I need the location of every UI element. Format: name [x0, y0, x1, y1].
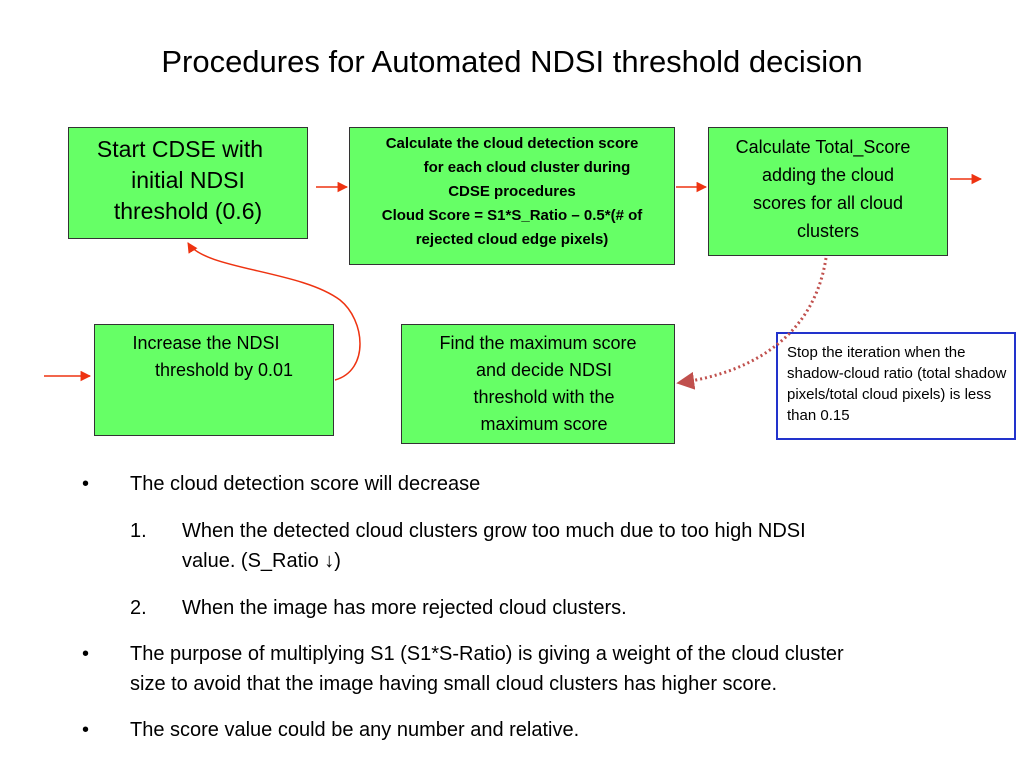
- box-line: Start CDSE with: [96, 136, 264, 162]
- number-marker: 1.: [130, 520, 147, 542]
- stop-condition-note: Stop the iteration when the shadow-cloud…: [776, 332, 1016, 440]
- box-line: threshold by 0.01: [154, 360, 294, 380]
- dotted-arrow-total-to-max: [676, 257, 828, 390]
- bullet-item-cont: size to avoid that the image having smal…: [130, 673, 778, 695]
- find-maximum-score-box: Find the maximum score and decide NDSI t…: [401, 324, 675, 444]
- box-line: and decide NDSI: [475, 360, 613, 380]
- numbered-item: When the detected cloud clusters grow to…: [182, 520, 806, 542]
- box-line: for each cloud cluster during: [423, 159, 631, 176]
- bullet-marker: •: [82, 643, 90, 665]
- box-line: Find the maximum score: [439, 333, 637, 353]
- start-cdse-box: Start CDSE with initial NDSI threshold (…: [68, 127, 308, 239]
- box-line: threshold with the: [473, 387, 615, 407]
- bullet-item: The purpose of multiplying S1 (S1*S-Rati…: [130, 643, 844, 665]
- box-line: Calculate Total_Score: [735, 137, 911, 157]
- box-line: scores for all cloud: [752, 193, 904, 213]
- box-line: rejected cloud edge pixels): [415, 231, 609, 248]
- increase-threshold-box: Increase the NDSI threshold by 0.01: [94, 324, 334, 436]
- loop-arrow-increase-to-start: [187, 242, 361, 381]
- numbered-item-cont: value. (S_Ratio ↓): [182, 550, 341, 572]
- box-line: Cloud Score = S1*S_Ratio – 0.5*(# of: [381, 207, 643, 224]
- bullet-marker: •: [82, 473, 90, 495]
- bullet-item: The cloud detection score will decrease: [130, 473, 481, 495]
- slide-title: Procedures for Automated NDSI threshold …: [161, 44, 863, 79]
- calculate-total-score-box: Calculate Total_Score adding the cloud s…: [708, 127, 948, 256]
- box-line: Calculate the cloud detection score: [385, 135, 639, 152]
- box-line: Increase the NDSI: [132, 333, 280, 353]
- box-line: clusters: [796, 221, 859, 241]
- numbered-item: When the image has more rejected cloud c…: [182, 597, 627, 619]
- note-text: Stop the iteration when the shadow-cloud…: [787, 344, 1007, 424]
- box-line: CDSE procedures: [448, 183, 576, 200]
- number-marker: 2.: [130, 597, 147, 619]
- bullet-marker: •: [82, 719, 90, 741]
- box-line: maximum score: [480, 414, 608, 434]
- calculate-cloud-score-box: Calculate the cloud detection score for …: [349, 127, 675, 265]
- box-line: threshold (0.6): [113, 198, 263, 224]
- bullet-item: The score value could be any number and …: [130, 719, 580, 741]
- box-line: initial NDSI: [131, 167, 245, 193]
- box-line: adding the cloud: [761, 165, 895, 185]
